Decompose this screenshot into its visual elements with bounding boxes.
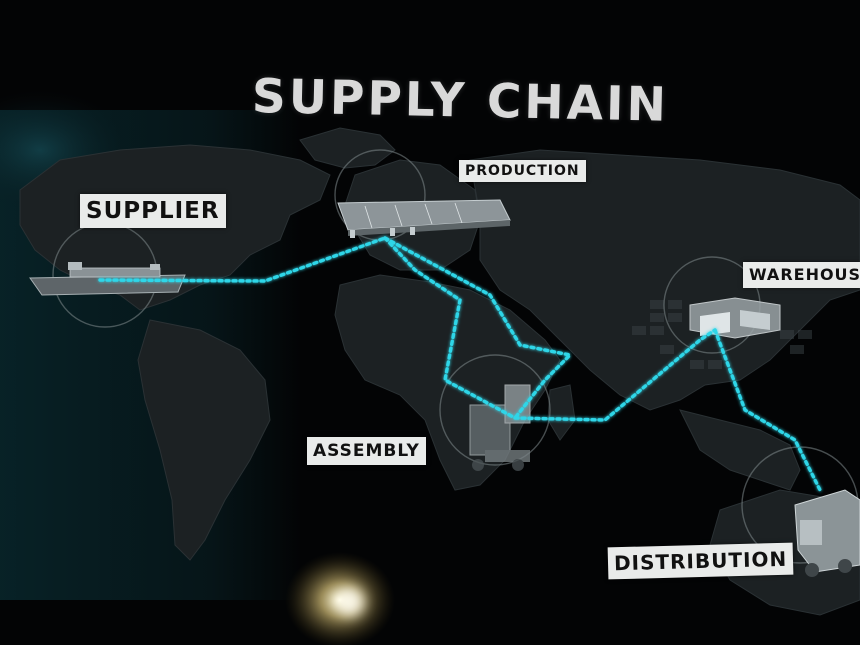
supply-route: [98, 236, 822, 492]
route-production-assembly-east: [383, 236, 574, 420]
asia: [469, 149, 860, 411]
route-supplier-production: [98, 236, 387, 283]
assembly-ring: [439, 354, 551, 466]
route-production-assembly-west: [383, 236, 517, 420]
tile-cluster: [632, 300, 812, 369]
south-america: [137, 319, 271, 561]
bokeh-core: [336, 588, 364, 616]
warehouse-crates-icon: [689, 297, 781, 339]
route-warehouse-distribution: [713, 328, 822, 492]
label-supplier: SUPPLIER: [80, 194, 226, 228]
label-distribution: DISTRIBUTION: [607, 542, 794, 580]
route-assembly-warehouse: [513, 328, 717, 422]
madagascar: [547, 384, 576, 441]
label-assembly: ASSEMBLY: [307, 437, 426, 465]
label-production: PRODUCTION: [459, 160, 586, 182]
southeast-asia: [679, 409, 801, 491]
greenland: [299, 127, 396, 169]
factory-icon: [337, 199, 511, 238]
delivery-truck-icon: [794, 489, 860, 577]
label-warehouse: WAREHOUSE: [743, 262, 860, 288]
page-title: SUPPLY CHAIN: [251, 69, 670, 133]
